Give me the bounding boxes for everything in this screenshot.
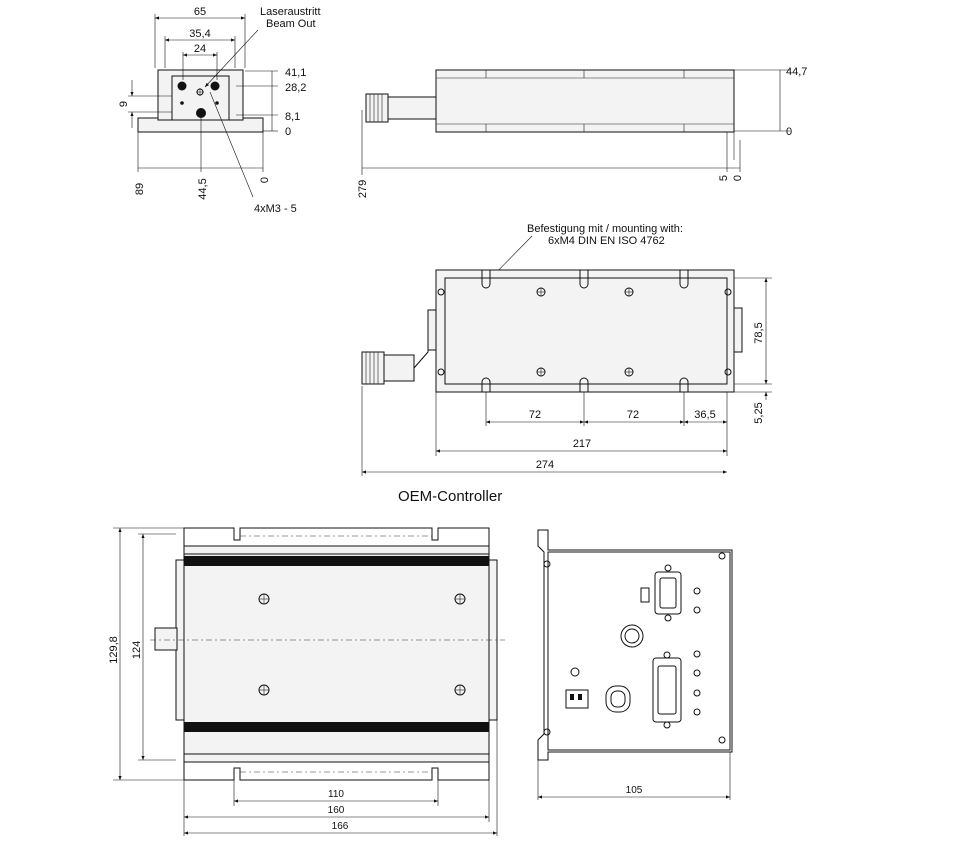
dim-0b-label: 0 xyxy=(732,175,744,181)
mount-hole-icon xyxy=(210,81,220,91)
mount-hole-icon xyxy=(177,81,187,91)
beam-label-de: Laseraustritt xyxy=(260,6,321,18)
controller-title: OEM-Controller xyxy=(398,488,502,505)
fuse-holder-icon xyxy=(605,685,631,713)
front-view: 65 35,4 24 Laseraustritt Beam Out 41,1 2… xyxy=(118,6,321,215)
dim-124-label: 124 xyxy=(131,641,143,659)
dim-445-label: 44,5 xyxy=(197,178,209,199)
dim-0-label: 0 xyxy=(786,126,792,138)
dim-274-label: 274 xyxy=(536,459,554,471)
led-icon xyxy=(693,669,701,677)
heatsink-band xyxy=(184,556,489,566)
dim-width-label: 65 xyxy=(194,6,206,18)
top-base-plate xyxy=(435,269,735,393)
small-hole-icon xyxy=(180,101,184,105)
dim-525-label: 5,25 xyxy=(753,402,765,423)
beam-label-en: Beam Out xyxy=(266,18,316,30)
dim-72a-label: 72 xyxy=(529,409,541,421)
mount-label-1: Befestigung mit / mounting with: xyxy=(527,223,683,235)
dim-217-label: 217 xyxy=(573,438,591,450)
switch-icon xyxy=(640,587,650,603)
power-connector-icon xyxy=(565,689,589,709)
dim-411-label: 41,1 xyxy=(285,67,306,79)
dim-279-label: 279 xyxy=(357,180,369,198)
dim-1298-label: 129,8 xyxy=(108,636,120,664)
cable-gland xyxy=(365,93,389,123)
thread-label: 4xM3 - 5 xyxy=(254,203,297,215)
screw-icon xyxy=(258,593,466,696)
dim-5-label: 5 xyxy=(718,175,730,181)
screw-icon xyxy=(437,287,732,377)
mount-label-2: 6xM4 DIN EN ISO 4762 xyxy=(548,235,665,247)
dim-354-label: 35,4 xyxy=(189,28,210,40)
controller-front-panel: 105 xyxy=(537,529,733,800)
dim-447-label: 44,7 xyxy=(786,66,807,78)
top-housing xyxy=(444,277,728,385)
top-view: Befestigung mit / mounting with: 6xM4 DI… xyxy=(361,223,772,476)
small-hole-icon xyxy=(215,101,219,105)
dim-785-label: 78,5 xyxy=(753,322,765,343)
heatsink-band xyxy=(184,722,489,732)
dim-0-label: 0 xyxy=(285,126,291,138)
dim-160-label: 160 xyxy=(328,805,345,816)
dim-9-label: 9 xyxy=(118,101,130,107)
dim-365-label: 36,5 xyxy=(694,409,715,421)
cable-gland xyxy=(361,351,385,385)
dim-110-label: 110 xyxy=(328,789,344,800)
controller-shaft xyxy=(154,627,178,651)
mount-hole-icon xyxy=(196,108,206,118)
dim-105-label: 105 xyxy=(626,785,643,796)
side-housing xyxy=(435,69,735,133)
led-icon xyxy=(693,689,701,697)
dim-24-label: 24 xyxy=(194,43,206,55)
dim-89-label: 89 xyxy=(134,183,146,195)
knob-icon xyxy=(620,624,644,648)
led-icon xyxy=(693,708,701,716)
dim-166-label: 166 xyxy=(332,821,349,832)
dim-0b-label: 0 xyxy=(259,177,271,183)
front-face-plate xyxy=(171,75,230,121)
controller-top-view: 129,8 124 110 160 166 xyxy=(108,527,505,836)
db-connector-icon xyxy=(654,571,682,615)
dim-81-label: 8,1 xyxy=(285,111,300,123)
dim-282-label: 28,2 xyxy=(285,82,306,94)
dim-72b-label: 72 xyxy=(627,409,639,421)
led-icon xyxy=(693,650,701,658)
side-view: 44,7 0 279 5 0 xyxy=(357,66,807,198)
led-icon xyxy=(693,606,701,614)
db-connector-icon xyxy=(652,657,682,723)
led-icon xyxy=(693,587,701,595)
